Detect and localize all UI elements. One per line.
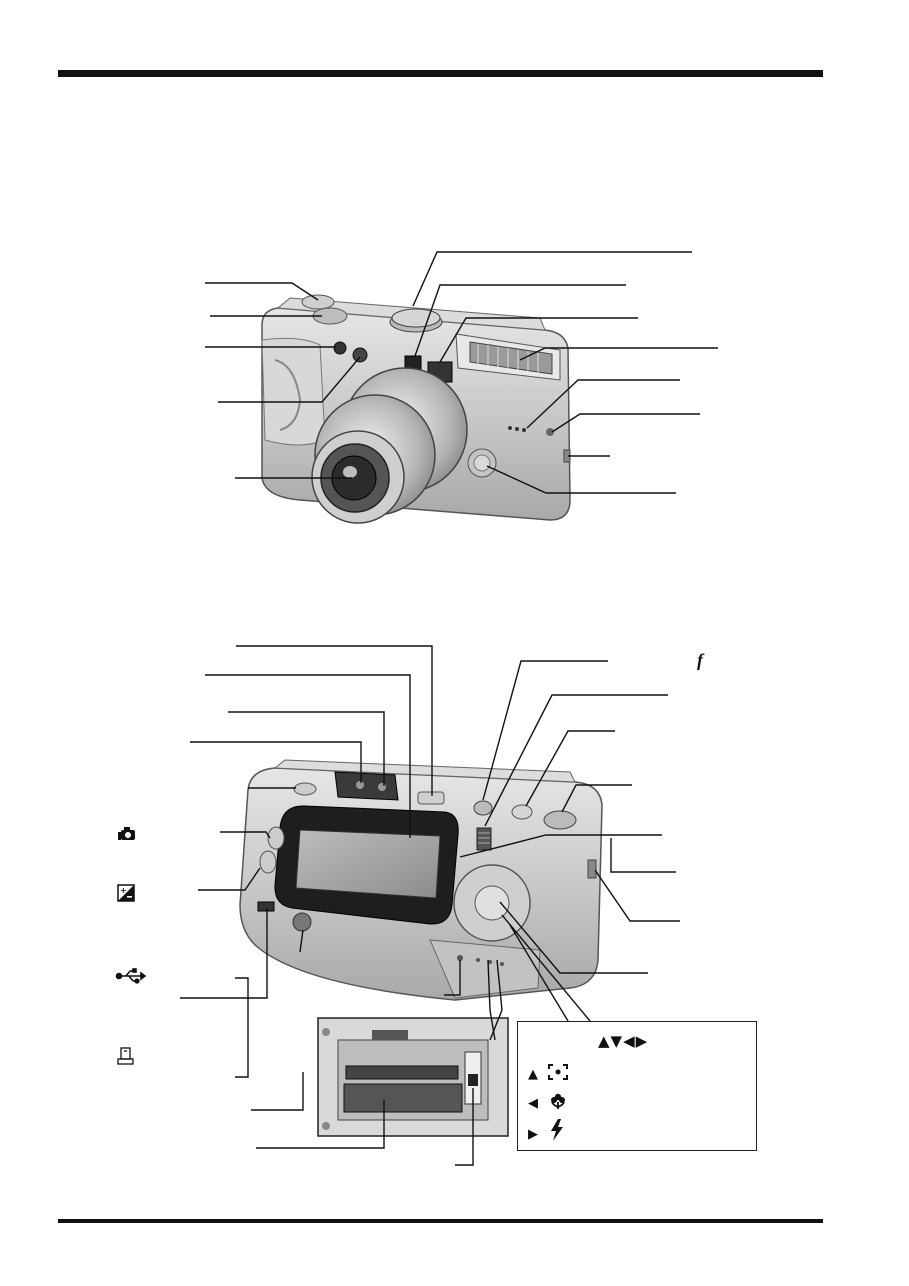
dpad-legend-box: ▲▼◀▶ ▲ ◀ ▶: [517, 1021, 757, 1151]
dc-in-icon: [117, 1047, 134, 1065]
front-leader-lines: [205, 251, 718, 494]
battery-compartment-inset: [317, 1017, 509, 1137]
legend-row-up: ▲: [528, 1063, 538, 1082]
legend-row-left: ◀: [528, 1092, 538, 1111]
camera-burst-icon: [118, 827, 135, 840]
back-camera-illustration: [239, 759, 603, 1001]
focus-frame-icon: [548, 1064, 568, 1080]
f-function-label: f: [697, 650, 703, 670]
macro-flower-icon: [551, 1093, 565, 1109]
arrow-up-icon: ▲: [528, 1067, 538, 1082]
svg-text:+: +: [120, 886, 127, 895]
top-rule: [58, 70, 823, 77]
front-camera-illustration: [261, 294, 571, 524]
back-leader-lines: [180, 645, 680, 1166]
usb-icon: [115, 968, 147, 984]
arrow-right-icon: ▶: [528, 1127, 538, 1142]
legend-row-right: ▶: [528, 1123, 538, 1142]
exposure-compensation-icon: +: [117, 884, 135, 902]
arrow-left-icon: ◀: [528, 1096, 538, 1111]
dpad-arrows-icon: ▲▼◀▶: [598, 1032, 649, 1050]
flash-lightning-icon: [551, 1119, 563, 1141]
bottom-rule: [58, 1219, 823, 1223]
